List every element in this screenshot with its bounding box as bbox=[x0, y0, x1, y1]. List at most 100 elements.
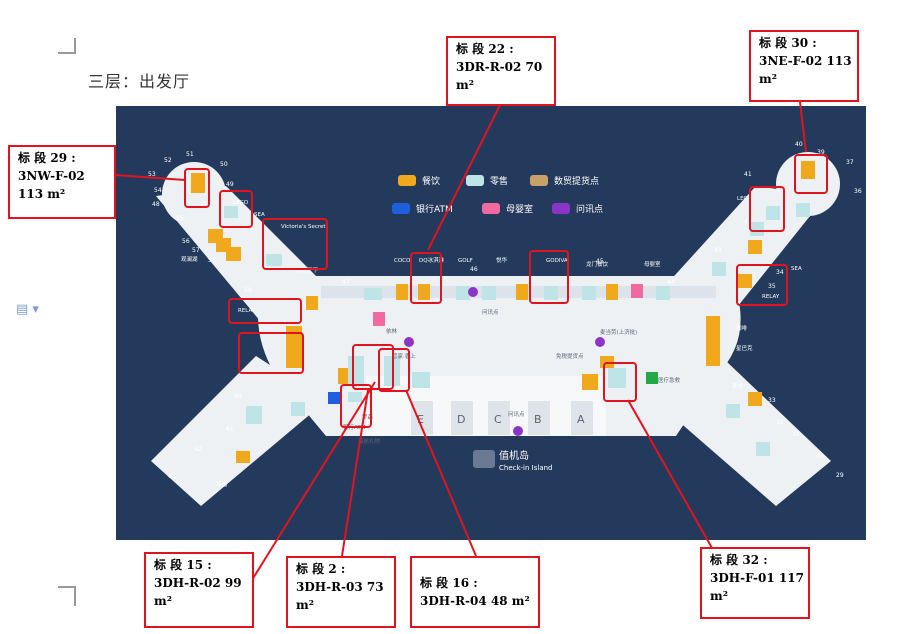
gate-number: 63 bbox=[168, 473, 176, 480]
shop-food bbox=[306, 296, 318, 310]
shop-retail bbox=[364, 288, 382, 300]
gate-number: 61 bbox=[226, 426, 234, 433]
shop-label-sea-left: SEA bbox=[254, 212, 265, 218]
gate-number: 59 bbox=[244, 287, 252, 294]
highlight-32[interactable] bbox=[603, 362, 637, 402]
legend-retail: 零售 bbox=[466, 174, 508, 187]
shop-retail bbox=[224, 206, 238, 218]
callout-29[interactable]: 标 段 29 : 3NW-F-02 113 m² bbox=[8, 145, 116, 219]
info-point bbox=[595, 337, 605, 347]
shop-retail bbox=[796, 203, 810, 217]
callout-32[interactable]: 标 段 32 : 3DH-F-01 117 m² bbox=[700, 547, 810, 619]
shop-food bbox=[606, 284, 618, 300]
legend-dutyfree: 数贸提货点 bbox=[530, 174, 599, 187]
shop-label-guanglan: 观澜湖 bbox=[181, 255, 198, 263]
highlight-16[interactable] bbox=[378, 348, 410, 392]
callout-22[interactable]: 标 段 22 : 3DR-R-02 70 m² bbox=[446, 36, 556, 106]
shop-label-victoria: Victoria's Secret bbox=[281, 224, 326, 230]
gate-number: 52 bbox=[164, 157, 172, 164]
shop-label-dq: DQ冰淇淋 bbox=[419, 256, 445, 264]
legend-food: 餐饮 bbox=[398, 174, 440, 187]
southeast-pier bbox=[661, 361, 831, 506]
shop-label-longmen: 龙门餐饮 bbox=[586, 260, 609, 268]
gate-number: 54 bbox=[154, 187, 162, 194]
shop-label-wenxun-2: 问讯点 bbox=[508, 410, 525, 418]
counter-label-b: B bbox=[534, 413, 542, 426]
callout-15[interactable]: 标 段 15 : 3DH-R-02 99 m² bbox=[144, 552, 254, 628]
counter-b bbox=[528, 401, 550, 435]
info-point bbox=[513, 426, 523, 436]
gate-number: 35 bbox=[768, 283, 776, 290]
gate-number: 37 bbox=[846, 159, 854, 166]
info-point bbox=[404, 337, 414, 347]
shop-food bbox=[418, 284, 430, 300]
shop-label-relay-right: RELAY bbox=[762, 294, 780, 300]
gate-number: 45 bbox=[596, 258, 604, 265]
highlight-lego-left[interactable] bbox=[219, 190, 253, 228]
shop-retail bbox=[712, 262, 726, 276]
page-corner-mark bbox=[58, 38, 76, 54]
highlight-2[interactable] bbox=[352, 344, 394, 390]
gate-number: 42 bbox=[744, 219, 752, 226]
shop-label-kafei: 咖啡 bbox=[736, 324, 748, 332]
shop-food bbox=[582, 374, 598, 390]
highlight-godiva[interactable] bbox=[529, 250, 569, 304]
gate-number: 49 bbox=[226, 181, 234, 188]
shop-label-tianxia: 吉方天下 bbox=[296, 266, 319, 274]
highlight-lego-right[interactable] bbox=[749, 186, 785, 232]
highlight-15[interactable] bbox=[340, 384, 372, 428]
shop-label-relay-left: RELAY bbox=[238, 308, 256, 314]
document-icon[interactable]: ▤ ▾ bbox=[16, 302, 39, 317]
checkin-title: 值机岛 bbox=[499, 449, 529, 462]
shop-retail bbox=[726, 404, 740, 418]
shop-label-yingjia: 营家·香上 bbox=[392, 352, 416, 360]
shop-label-haixian: 海航礼物 bbox=[358, 437, 381, 445]
shop-retail bbox=[266, 254, 282, 266]
shop-food bbox=[748, 240, 762, 254]
counter-label-a: A bbox=[577, 413, 585, 426]
legend-swatch bbox=[398, 175, 416, 186]
gate-number: 40 bbox=[795, 141, 803, 148]
legend-swatch bbox=[530, 175, 548, 186]
checkin-icon bbox=[473, 450, 495, 468]
counter-label-e: E bbox=[417, 413, 424, 426]
highlight-29[interactable] bbox=[184, 168, 210, 208]
shop-label-coco: COCO bbox=[394, 258, 411, 264]
highlight-victoria[interactable] bbox=[262, 218, 328, 270]
shop-retail bbox=[246, 406, 262, 424]
gate-number: 62 bbox=[194, 446, 202, 453]
callout-16[interactable]: 标 段 16 : 3DH-R-04 48 m² bbox=[410, 556, 540, 628]
nursery-room bbox=[373, 312, 385, 326]
info-point bbox=[468, 287, 478, 297]
highlight-relay-left[interactable] bbox=[228, 298, 302, 324]
legend-swatch bbox=[482, 203, 500, 214]
gate-number: 47 bbox=[342, 279, 350, 286]
counter-c bbox=[488, 401, 510, 435]
callout-2[interactable]: 标 段 2 : 3DH-R-03 73 m² bbox=[286, 556, 396, 628]
gate-number: 32 bbox=[776, 419, 784, 426]
shop-food bbox=[236, 451, 250, 463]
shop-food bbox=[516, 284, 528, 300]
shop-label-sea-right: SEA bbox=[791, 266, 802, 272]
gate-number: 60 bbox=[234, 393, 242, 400]
callout-30[interactable]: 标 段 30 : 3NE-F-02 113 m² bbox=[749, 30, 859, 102]
shop-food bbox=[706, 316, 720, 366]
shop-retail bbox=[482, 286, 496, 300]
shop-label-godiva: GODIVA bbox=[546, 258, 568, 264]
page-title: 三层：出发厅 bbox=[88, 72, 191, 91]
highlight-30[interactable] bbox=[794, 154, 828, 194]
counter-label-c: C bbox=[494, 413, 502, 426]
shop-retail bbox=[582, 286, 596, 300]
highlight-relay-right[interactable] bbox=[736, 264, 788, 306]
shop-label-xiehou: 星巴克 bbox=[736, 345, 753, 352]
nursery-room bbox=[631, 284, 643, 298]
shop-label-lego-right: LEGO bbox=[737, 196, 753, 202]
gate-number: 43 bbox=[714, 247, 722, 254]
highlight-left-shop[interactable] bbox=[238, 332, 304, 374]
legend-swatch bbox=[392, 203, 410, 214]
gate-number: 31 bbox=[792, 431, 800, 438]
gate-number: 29 bbox=[836, 472, 844, 479]
shop-food bbox=[286, 326, 302, 368]
shop-food bbox=[191, 173, 205, 193]
highlight-22[interactable] bbox=[410, 252, 442, 304]
